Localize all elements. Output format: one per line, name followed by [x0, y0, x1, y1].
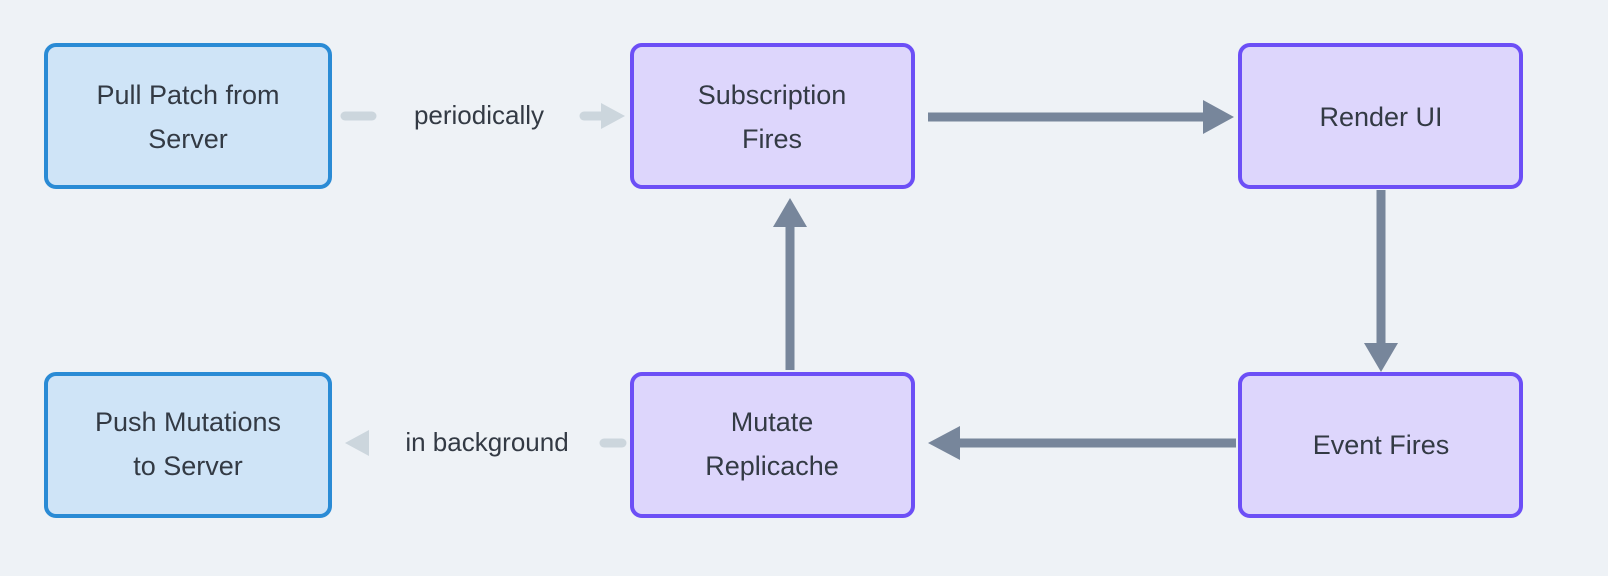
node-label-line1: Render UI	[1319, 102, 1442, 132]
node-label-line1: Pull Patch from	[96, 80, 279, 110]
arrowhead-right-icon	[601, 103, 625, 129]
node-label-line2: Replicache	[705, 451, 839, 481]
node-shape	[630, 372, 915, 518]
arrowhead-right-icon	[1203, 100, 1234, 134]
edge-event-fires-to-mutate	[928, 426, 1236, 460]
node-label-line1: Mutate	[731, 407, 814, 437]
arrowhead-up-icon	[773, 198, 807, 227]
node-shape	[44, 43, 332, 189]
node-subscription-fires[interactable]: Subscription Fires	[630, 43, 915, 189]
arrowhead-left-icon	[345, 430, 369, 456]
node-label-line1: Push Mutations	[95, 407, 281, 437]
node-label-line2: Server	[148, 124, 228, 154]
node-shape	[1238, 372, 1523, 518]
node-render-ui[interactable]: Render UI	[1238, 43, 1523, 189]
node-shape	[44, 372, 332, 518]
edge-label-in-background: in background	[405, 427, 568, 457]
edge-mutate-to-push-mutations: in background	[345, 427, 627, 457]
node-pull-patch-from-server[interactable]: Pull Patch from Server	[44, 43, 332, 189]
node-label-line1: Subscription	[698, 80, 847, 110]
node-event-fires[interactable]: Event Fires	[1238, 372, 1523, 518]
node-shape	[1238, 43, 1523, 189]
node-label-line1: Event Fires	[1313, 430, 1450, 460]
node-label-line2: Fires	[742, 124, 802, 154]
edge-label-periodically: periodically	[414, 100, 544, 130]
node-shape	[630, 43, 915, 189]
edge-render-ui-to-event-fires	[1364, 190, 1398, 372]
arrowhead-left-icon	[928, 426, 960, 460]
node-mutate-replicache[interactable]: Mutate Replicache	[630, 372, 915, 518]
edge-pull-patch-to-subscription: periodically	[340, 100, 625, 130]
arrowhead-down-icon	[1364, 343, 1398, 372]
node-push-mutations-to-server[interactable]: Push Mutations to Server	[44, 372, 332, 518]
edge-mutate-to-subscription	[773, 198, 807, 370]
node-label-line2: to Server	[133, 451, 243, 481]
edge-subscription-to-render-ui	[928, 100, 1234, 134]
